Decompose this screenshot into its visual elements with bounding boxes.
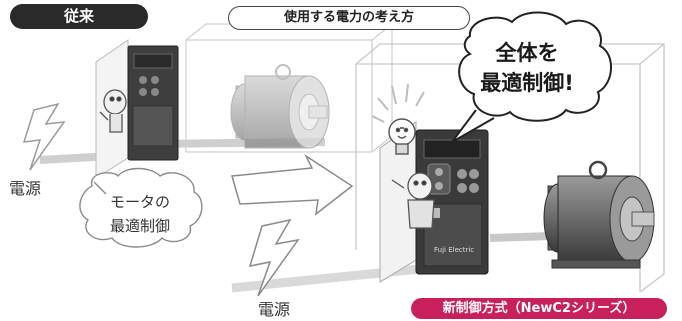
lightning-bolt-right-icon <box>248 218 300 297</box>
old-system <box>39 23 394 179</box>
bubble-left-line2: 最適制御 <box>109 217 170 235</box>
power-source-label-left: 電源 <box>9 179 42 198</box>
label-new-control-method: 新制御方式（NewC2シリーズ） <box>411 298 667 319</box>
old-motor <box>230 64 330 149</box>
speech-bubble-right <box>451 11 613 143</box>
speech-bubble-right-text: 全体を 最適制御! <box>467 38 587 98</box>
new-system <box>231 11 665 293</box>
label-power-concept: 使用する電力の考え方 <box>228 6 470 30</box>
bubble-right-line1: 全体を <box>495 41 559 65</box>
light-bulb-icon <box>388 118 416 155</box>
speech-bubble-left <box>79 167 203 248</box>
transition-arrow <box>231 153 354 216</box>
lightning-bolt-left-icon <box>22 102 66 171</box>
old-character <box>99 89 127 133</box>
speech-bubble-left-text: モータの 最適制御 <box>86 190 194 238</box>
power-source-label-right: 電源 <box>258 300 291 319</box>
bubble-right-line2: 最適制御! <box>480 71 574 95</box>
new-inverter <box>415 129 489 275</box>
new-character <box>391 172 435 229</box>
new-motor <box>543 160 655 269</box>
new-wire-motor <box>489 232 553 242</box>
inverter-brand-label: Fuji Electric <box>434 246 475 254</box>
bulb-rays <box>371 83 425 123</box>
bubble-left-line1: モータの <box>109 193 170 211</box>
new-system-box <box>355 43 665 293</box>
label-conventional: 従来 <box>10 4 148 29</box>
